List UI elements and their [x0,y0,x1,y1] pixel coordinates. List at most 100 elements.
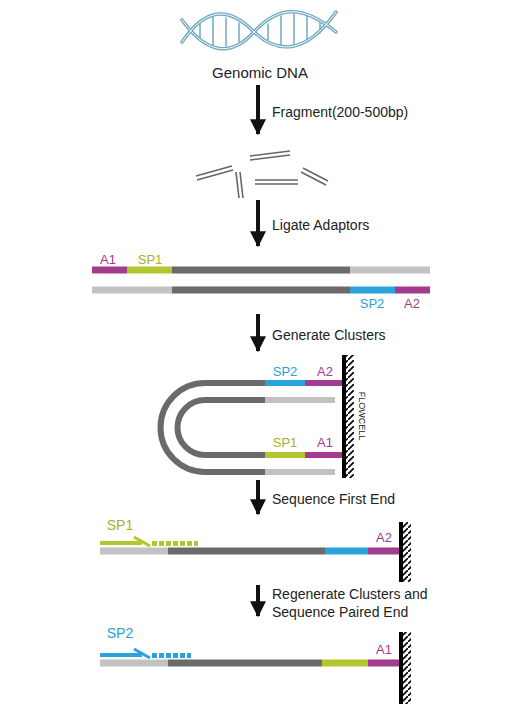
dna-helix [212,17,214,45]
adaptor-label: SP1 [138,253,163,268]
sp2-primer [100,649,191,658]
step-label: Ligate Adaptors [272,216,502,234]
sp2-primer [152,653,157,658]
adaptor-ligated-fragment [172,267,350,274]
first-end-strand [368,548,400,555]
sp1-primer [100,541,142,545]
sp1-primer [194,541,198,546]
adaptor-ligated-fragment [92,270,430,290]
sp1-primer [173,541,178,546]
dna-fragments [240,172,243,198]
paired-end-strand [168,660,322,667]
step-arrow [256,585,260,616]
adaptor-ligated-fragment [92,267,127,274]
paired-end-strand [100,660,168,667]
dna-helix [182,12,336,49]
step-arrow [256,200,260,246]
adaptor-label: SP1 [273,436,298,451]
dna-helix [267,24,269,40]
adaptor-ligated-fragment [350,267,430,274]
bridge-cluster [265,452,305,458]
step-arrow [256,85,260,134]
dna-helix [293,14,295,44]
flowcell-surface [401,632,411,704]
step-label: Fragment(200-500bp) [272,102,502,120]
adaptor-label: A2 [404,297,420,312]
flowcell-surface [401,522,411,582]
bridge-cluster [161,383,344,472]
dna-fragments [196,151,328,198]
dna-helix [225,18,227,46]
first-end-strand [100,548,168,555]
stage-label: Genomic DNA [212,64,308,81]
flowcell-surface [345,355,354,478]
adaptor-ligated-fragment [350,287,395,294]
step-arrow [256,314,260,351]
adaptor-label: SP2 [273,365,298,380]
adaptor-ligated-fragment [127,267,172,274]
flowcell-label: FLOWCELL [357,392,367,441]
stage-panel: Genomic DNA [170,0,350,85]
step-arrow [256,480,260,514]
paired-end-strand [368,660,400,667]
step-label: Generate Clusters [272,325,502,343]
paired-end-strand [100,660,400,667]
sp2-primer [166,653,171,658]
adaptor-ligated-fragment [395,287,430,294]
paired-end-strand [322,660,368,667]
adaptor-label: A2 [317,365,333,380]
sp1-primer [187,541,192,546]
first-end-strand [168,548,325,555]
dna-fragments [250,155,290,160]
sp1-primer [159,541,164,546]
dna-helix [306,16,308,40]
dna-fragments [197,170,233,180]
adaptor-label: A1 [100,253,116,268]
bridge-cluster [305,452,343,458]
bridge-cluster [161,383,266,472]
stage-panel: SP2 A2SP1 A1 FLOWCELL [140,355,375,480]
adaptor-label: SP1 [107,517,133,533]
sp2-primer [100,653,142,657]
step-label: Sequence First End [272,490,502,508]
bridge-cluster [265,397,335,403]
stage-panel: SP1A2 [90,518,410,585]
bridge-cluster [265,469,335,475]
adaptor-ligated-fragment [172,287,350,294]
dna-helix [182,12,336,49]
sp1-primer [166,541,171,546]
dna-helix [200,14,320,46]
first-end-strand [100,548,400,555]
connector-layer [258,85,259,616]
sp1-primer [152,541,157,546]
bridge-cluster [305,380,343,386]
bridge-cluster [265,380,305,386]
adaptor-label: A1 [376,643,392,658]
sp1-primer [100,537,198,546]
sp2-primer [159,653,164,658]
sp2-primer [173,653,178,658]
stage-panel: A1 SP1SP2 A2 [85,250,440,314]
flowcell-surface [399,522,403,582]
flowcell-surface [402,522,411,582]
step-label: Regenerate Clusters and Sequence Paired … [272,584,462,620]
adaptor-ligated-fragment [92,287,172,294]
dna-helix [238,23,240,42]
stage-panel: SP2A1 [90,620,410,706]
sp1-primer [180,541,185,546]
dna-fragments [301,172,326,185]
sp1-primer [134,537,150,546]
first-end-strand [325,548,368,555]
dna-fragments [255,183,298,185]
flowcell-surface [342,355,346,478]
adaptor-label: SP2 [360,297,385,312]
flowcell-surface [344,355,354,478]
sp2-primer [134,649,150,658]
dna-helix [280,16,282,45]
dna-fragments [255,179,298,181]
flowcell-surface [402,632,411,704]
adaptor-label: A1 [317,436,333,451]
adaptor-label: SP2 [107,625,133,641]
